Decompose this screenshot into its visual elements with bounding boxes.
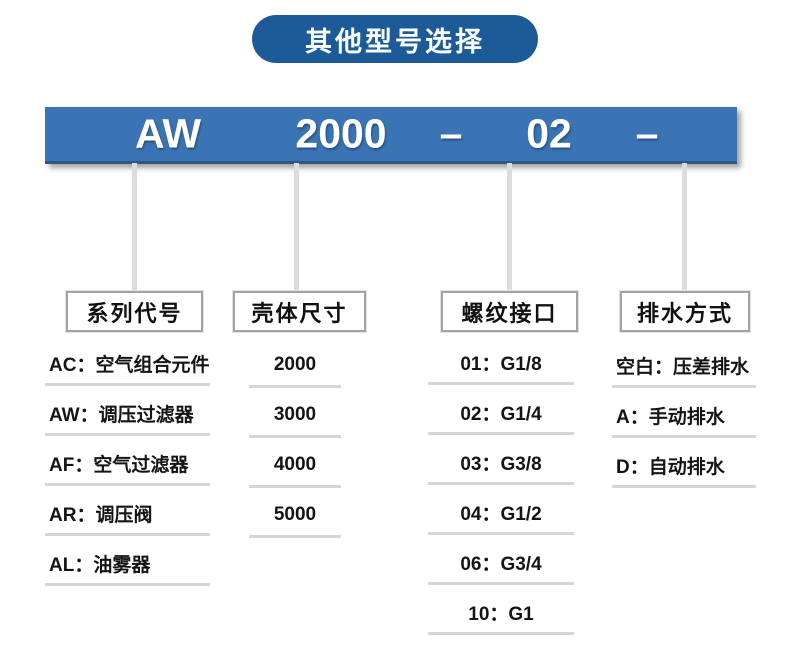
list-item: 空白：压差排水 bbox=[612, 340, 756, 390]
list-item: 5000 bbox=[249, 490, 341, 540]
list-item: 2000 bbox=[249, 340, 341, 390]
connector-line-drain bbox=[682, 163, 687, 291]
header-box-drain: 排水方式 bbox=[620, 291, 750, 332]
list-item: AW：调压过滤器 bbox=[45, 388, 210, 438]
title-badge: 其他型号选择 bbox=[252, 15, 538, 63]
header-label-series: 系列代号 bbox=[86, 300, 183, 326]
list-item: D：自动排水 bbox=[612, 440, 756, 490]
list-item: AF：空气过滤器 bbox=[45, 438, 210, 488]
list-item: 3000 bbox=[249, 390, 341, 440]
list-item: 10：G1 bbox=[428, 587, 574, 637]
header-box-series: 系列代号 bbox=[66, 291, 203, 332]
list-item: AL：油雾器 bbox=[45, 538, 210, 588]
header-box-port: 螺纹接口 bbox=[441, 291, 578, 332]
list-item: 03：G3/8 bbox=[428, 437, 574, 487]
list-item: 02：G1/4 bbox=[428, 387, 574, 437]
list-item: 04：G1/2 bbox=[428, 487, 574, 537]
list-item: AR：调压阀 bbox=[45, 488, 210, 538]
port-option-list: 01：G1/8 02：G1/4 03：G3/8 04：G1/2 06：G3/4 … bbox=[428, 337, 574, 637]
connector-line-size bbox=[294, 163, 299, 291]
size-option-list: 2000 3000 4000 5000 bbox=[249, 340, 341, 540]
header-label-drain: 排水方式 bbox=[636, 300, 733, 326]
list-item: A：手动排水 bbox=[612, 390, 756, 440]
model-segment-series: AW bbox=[134, 110, 202, 157]
model-segment-size: 2000 bbox=[295, 110, 387, 157]
connector-line-port bbox=[507, 163, 512, 291]
connector-line-series bbox=[132, 163, 137, 291]
model-segment-dash-2: – bbox=[635, 110, 659, 157]
list-item: 06：G3/4 bbox=[428, 537, 574, 587]
header-label-port: 螺纹接口 bbox=[461, 300, 558, 326]
drain-option-list: 空白：压差排水 A：手动排水 D：自动排水 bbox=[612, 340, 756, 490]
header-box-size: 壳体尺寸 bbox=[233, 291, 366, 332]
list-item: 01：G1/8 bbox=[428, 337, 574, 387]
model-segment-dash-1: – bbox=[439, 110, 463, 157]
series-option-list: AC：空气组合元件 AW：调压过滤器 AF：空气过滤器 AR：调压阀 AL：油雾… bbox=[45, 338, 210, 588]
list-item: 4000 bbox=[249, 440, 341, 490]
header-label-size: 壳体尺寸 bbox=[251, 300, 348, 326]
page-title: 其他型号选择 bbox=[305, 26, 485, 57]
model-number-bar: AW 2000 – 02 – bbox=[45, 107, 737, 164]
list-item: AC：空气组合元件 bbox=[45, 338, 210, 388]
model-segment-port: 02 bbox=[526, 110, 572, 157]
